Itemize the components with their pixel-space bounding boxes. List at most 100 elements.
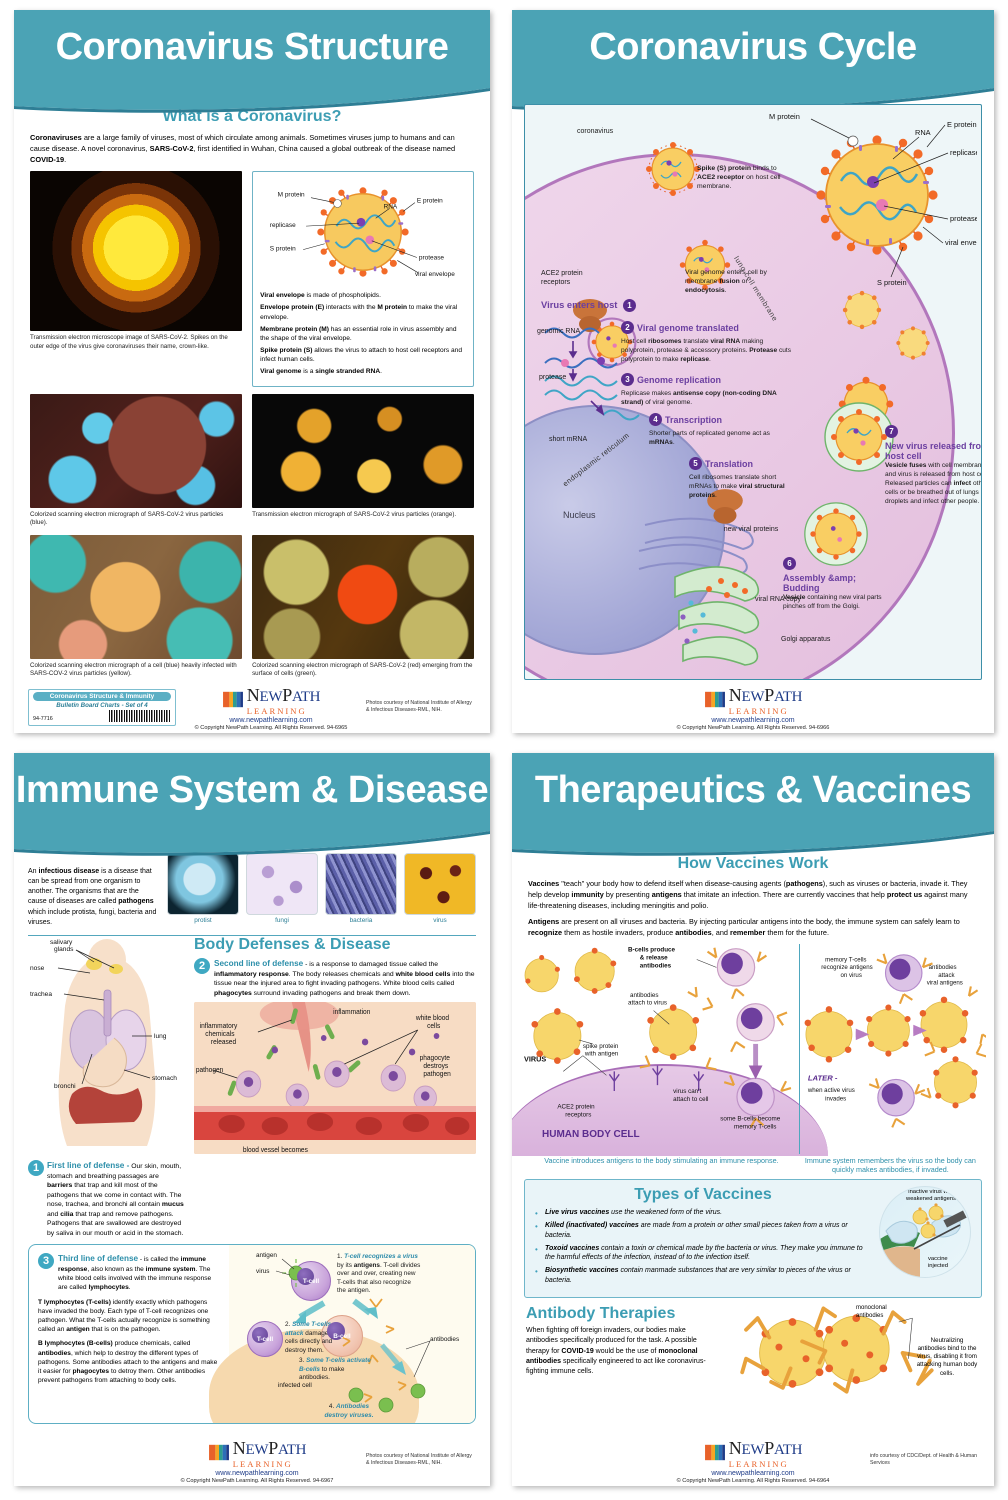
released-virus-icon: [842, 290, 882, 330]
newpath-logo-block: NEWPATH LEARNING www.newpathlearning.com…: [176, 683, 366, 731]
tcell-step-1: 1. T-cell recognizes a virus by its anti…: [337, 1253, 421, 1295]
pathogen-thumbnails: protist fungi bacteria virus: [167, 853, 476, 928]
monoclonal-antibody-illustration: monoclonal antibodies Neutralizing antib…: [719, 1303, 980, 1404]
label-genomic-rna: genomic RNA: [537, 328, 581, 335]
book-logo-icon: [222, 691, 243, 708]
svg-text:cells: cells: [427, 1023, 441, 1030]
bulletin-board-label: Coronavirus Structure & Immunity Bulleti…: [28, 688, 176, 726]
copyright-text: © Copyright NewPath Learning. All Rights…: [676, 724, 830, 731]
website-url[interactable]: www.newpathlearning.com: [215, 1469, 299, 1477]
step-number: 4: [649, 413, 662, 427]
poster-therapeutics-vaccines: Therapeutics & Vaccines How Vaccines Wor…: [512, 753, 994, 1486]
types-of-vaccines-box: Types of Vaccines Live virus vaccines us…: [524, 1178, 982, 1299]
newpath-logo-block: NEWPATH LEARNING www.newpathlearning.com…: [636, 1436, 870, 1484]
human-torso-diagram: salivary glands nose trachea lung bronch…: [30, 939, 177, 1147]
vaccines-paragraph: Vaccines "teach" your body how to defend…: [528, 879, 968, 910]
nucleus-dot: [326, 1321, 346, 1341]
book-logo-icon: [208, 1444, 229, 1461]
label-virus: virus: [256, 1268, 270, 1275]
poster4-title: Therapeutics & Vaccines: [534, 769, 972, 811]
bacteria-photo: [325, 853, 397, 915]
step-head: Assembly &amp; Budding: [783, 573, 857, 593]
poster1-content: What is a Coronavirus? Coronaviruses are…: [14, 84, 490, 679]
logo-p: P: [282, 685, 292, 706]
poster1-left-column: Transmission electron microscope image o…: [30, 171, 243, 387]
website-url[interactable]: www.newpathlearning.com: [711, 716, 795, 724]
virus-fact: Spike protein (S) allows the virus to at…: [260, 346, 462, 363]
vaccine-mechanism-diagram: B-cells produce & release antibodies ant…: [512, 943, 986, 1156]
photo-credit: Photos courtesy of National Institute of…: [366, 1453, 472, 1466]
website-url[interactable]: www.newpathlearning.com: [229, 716, 313, 724]
label-virus-enters-host: Virus enters host 1: [541, 299, 637, 313]
antibody-therapies-section: Antibody Therapies When fighting off for…: [526, 1303, 980, 1404]
step-text: Host cell ribosomes translate viral RNA …: [621, 338, 792, 363]
step-head: New virus released from host cell: [885, 441, 982, 461]
virus-particle-icon: [679, 239, 731, 291]
svg-text:memory T-cells: memory T-cells: [825, 956, 866, 963]
step-number-1: 1: [623, 299, 637, 313]
label-human-body-cell: HUMAN BODY CELL: [542, 1128, 640, 1140]
step-head: Viral genome translated: [637, 322, 739, 333]
label-neutralizing-antibodies: Neutralizing antibodies bind to the viru…: [916, 1337, 978, 1377]
svg-text:viral antigens: viral antigens: [927, 979, 963, 986]
thumb-fungi: fungi: [246, 853, 318, 928]
photo-caption: Transmission electron micrograph of SARS…: [252, 511, 457, 519]
bulletin-set-name: Coronavirus Structure & Immunity: [33, 691, 171, 701]
photo-sem-red-emerging: [252, 534, 474, 659]
how-vaccines-work-title: How Vaccines Work: [677, 855, 829, 872]
t-lymphocyte-paragraph: T lymphocytes (T-cells) identify exactly…: [38, 1298, 210, 1334]
svg-text:ACE2 protein: ACE2 protein: [557, 1103, 595, 1110]
label-inflammatory-chemicals: inflammatory: [200, 1023, 238, 1030]
svg-text:with antigen: with antigen: [584, 1050, 619, 1057]
label-coronavirus: coronavirus: [577, 128, 614, 135]
vaccine-diagram-right: memory T-cells recognize antigens on vir…: [798, 943, 986, 1154]
infectious-disease-intro: An infectious disease is a disease that …: [28, 868, 157, 926]
label-rna: RNA: [384, 204, 398, 211]
copyright-text: © Copyright NewPath Learning. All Rights…: [676, 1477, 830, 1484]
thumb-label: fungi: [275, 917, 289, 924]
step-number: 2: [621, 321, 634, 335]
svg-text:invades: invades: [825, 1095, 846, 1102]
label-antibodies: antibodies: [430, 1336, 459, 1343]
label-phagocyte-destroys: phagocyte: [420, 1055, 451, 1062]
step-text: Replicase makes antisense copy (non-codi…: [621, 390, 777, 406]
step-head: Transcription: [665, 414, 723, 425]
poster3-footer: NEWPATH LEARNING www.newpathlearning.com…: [14, 1434, 490, 1486]
second-defense-column: Body Defenses & Disease 2 Second line of…: [194, 936, 476, 1238]
vaccine-type-item: Biosynthetic vaccines contain manmade su…: [535, 1266, 871, 1286]
book-logo-icon: [704, 691, 725, 708]
right-diagram-svg: memory T-cells recognize antigens on vir…: [804, 953, 986, 1128]
logo-ath: ATH: [291, 689, 321, 706]
poster-immune-system-disease: Immune System & Disease An infectious di…: [14, 753, 490, 1486]
fungi-photo: [246, 853, 318, 915]
vaccine-type-item: Toxoid vaccines contain a toxin or chemi…: [535, 1244, 871, 1264]
label-replicase: replicase: [270, 222, 296, 229]
ribosome-icon: [707, 489, 743, 524]
logo-n: N: [246, 685, 260, 706]
step-number: 5: [689, 457, 702, 471]
tcell-bcell-diagram: T-cell T-cell B-cell: [209, 1245, 475, 1424]
tcell-step-3: 3. Some T-cells activate B-cells to make…: [299, 1357, 371, 1382]
label-viral-envelope: viral envelope: [415, 271, 455, 278]
defense-text: Our skin, mouth, stomach and breathing p…: [47, 1163, 184, 1237]
caption-left: Vaccine introduces antigens to the body …: [544, 1155, 779, 1165]
website-url[interactable]: www.newpathlearning.com: [711, 1469, 795, 1477]
poster1-virus-panel: M protein E protein RNA replicase S prot…: [252, 171, 474, 388]
book-logo-icon: [704, 1444, 725, 1461]
svg-text:released: released: [211, 1039, 236, 1046]
reference-virus-diagram: M protein E protein RNA replicase protea…: [769, 112, 977, 287]
svg-text:chemicals: chemicals: [205, 1031, 235, 1038]
svg-text:on virus: on virus: [840, 972, 861, 979]
inflammation-illustration: inflammation inflammatory chemicals rele…: [194, 1002, 476, 1155]
label-protease: protease: [539, 374, 567, 381]
label-pathogen: pathogen: [196, 1067, 224, 1074]
step-text: Vesicle fuses with cell membrane and vir…: [885, 462, 982, 505]
thumb-label: bacteria: [349, 917, 373, 924]
antibody-therapies-text: When fighting off foreign invaders, our …: [526, 1327, 706, 1375]
tcell-step-4: 4. Antibodies destroy viruses.: [324, 1403, 374, 1419]
b-lymphocyte-paragraph: B lymphocytes (B-cells) produce chemical…: [38, 1340, 218, 1385]
ribosome-icon: [573, 299, 607, 332]
poster1-title: Coronavirus Structure: [55, 26, 449, 68]
